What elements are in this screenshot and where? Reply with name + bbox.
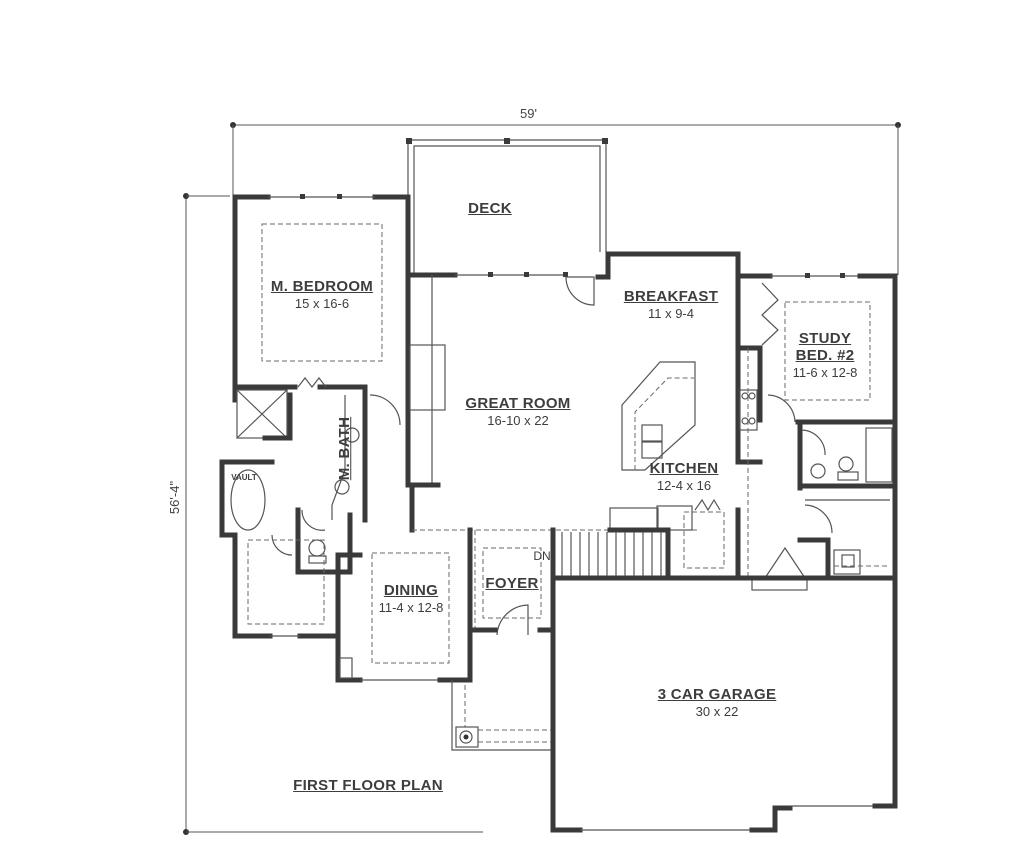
great-room-walls [405, 251, 763, 533]
master-bath-fixtures [219, 389, 401, 639]
garage-walls [550, 575, 898, 833]
dimension-lines [183, 122, 901, 835]
room-label-master-bath: M. BATH [336, 416, 354, 481]
laundry-bath-fixtures [751, 419, 898, 591]
stairs [550, 527, 898, 581]
plan-title: FIRST FLOOR PLAN [293, 777, 443, 794]
overall-depth-label: 56'-4" [167, 480, 183, 515]
room-label-foyer: FOYER [485, 575, 539, 592]
tub-vault-label: VAULT [231, 473, 257, 482]
room-label-master-bedroom: M. BEDROOM 15 x 16-6 [270, 278, 374, 311]
stair-down-label: DN [533, 549, 551, 563]
study-walls [735, 273, 898, 808]
room-label-kitchen: KITCHEN 12-4 x 16 [649, 460, 719, 493]
room-label-study: STUDY BED. #2 11-6 x 12-8 [792, 330, 858, 380]
kitchen-counters [609, 345, 763, 581]
room-label-great-room: GREAT ROOM 16-10 x 22 [465, 395, 571, 428]
master-bedroom-walls [232, 194, 411, 523]
room-label-deck: DECK [468, 200, 512, 217]
overall-width-label: 59' [520, 106, 537, 121]
dining-foyer-walls [335, 527, 556, 751]
room-label-breakfast: BREAKFAST 11 x 9-4 [623, 288, 719, 321]
room-label-garage: 3 CAR GARAGE 30 x 22 [657, 686, 777, 719]
room-label-dining: DINING 11-4 x 12-8 [378, 582, 444, 615]
